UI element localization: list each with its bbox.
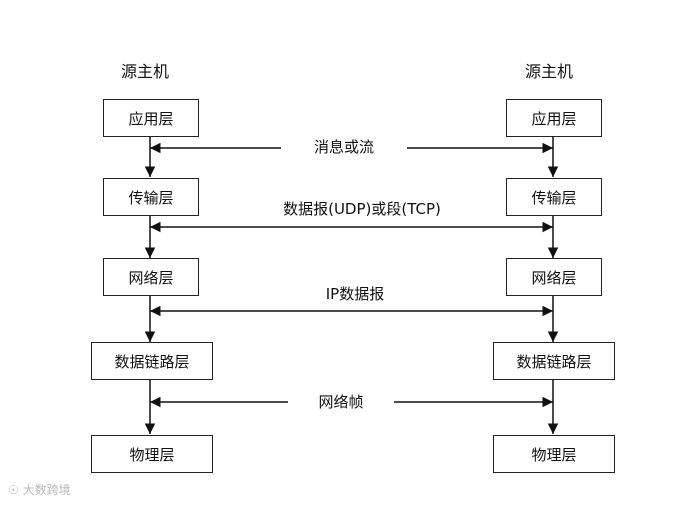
right-layer-physical: 物理层 — [493, 435, 615, 473]
watermark-text: 大数跨境 — [22, 483, 71, 497]
watermark-icon: ☉ — [8, 483, 19, 497]
message-label-application: 消息或流 — [281, 136, 407, 158]
right-layer-datalink: 数据链路层 — [493, 342, 615, 380]
right-layer-application: 应用层 — [506, 99, 602, 137]
message-label-transport: 数据报(UDP)或段(TCP) — [255, 198, 469, 220]
left-host-title: 源主机 — [121, 62, 170, 81]
watermark: ☉ 大数跨境 — [8, 481, 71, 498]
left-layer-physical: 物理层 — [91, 435, 213, 473]
left-layer-application: 应用层 — [103, 99, 199, 137]
left-layer-datalink: 数据链路层 — [91, 342, 213, 380]
message-label-network: IP数据报 — [296, 283, 414, 305]
left-layer-network: 网络层 — [103, 258, 199, 296]
right-layer-network: 网络层 — [506, 258, 602, 296]
right-layer-transport: 传输层 — [506, 178, 602, 216]
message-label-datalink: 网络帧 — [288, 391, 394, 413]
right-host-title: 源主机 — [525, 62, 574, 81]
left-layer-transport: 传输层 — [103, 178, 199, 216]
